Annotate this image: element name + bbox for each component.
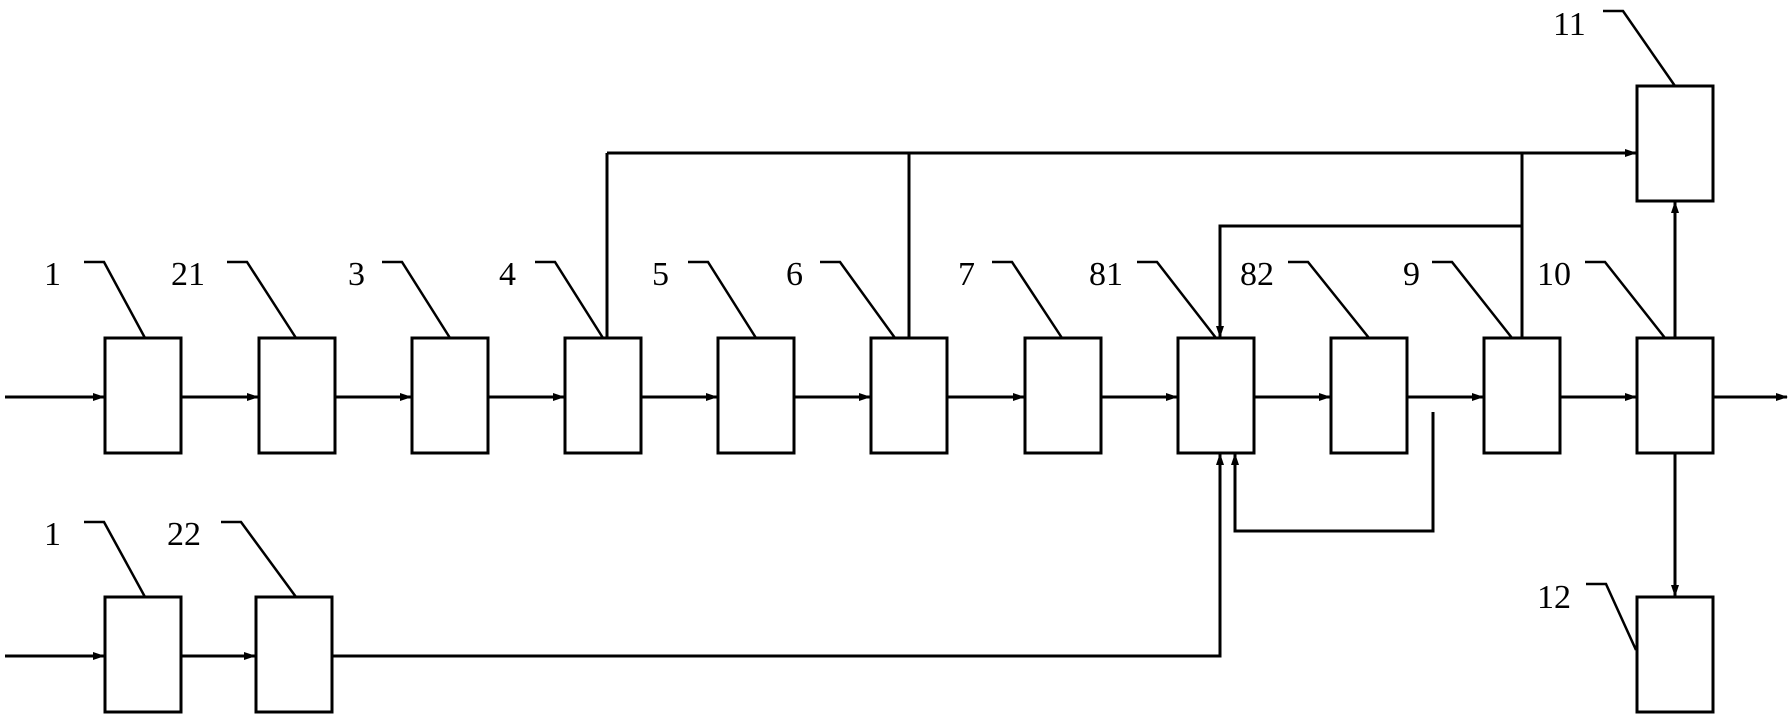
box-7 (1023, 336, 1103, 455)
box-6 (869, 336, 949, 455)
feedback-arrow-9-to-81 (1216, 224, 1522, 338)
leader-3 (382, 260, 452, 339)
leader-4 (535, 260, 605, 339)
box-9 (1482, 336, 1562, 455)
leader-22 (221, 520, 298, 598)
leader-11 (1603, 9, 1677, 87)
box-21 (257, 336, 337, 455)
leader-21 (227, 260, 298, 339)
label-12: 12 (1537, 579, 1571, 616)
box-10 (1635, 336, 1715, 455)
box-4 (563, 336, 643, 455)
label-82: 82 (1240, 256, 1274, 293)
leader-1-top (84, 260, 147, 339)
leader-1-bottom (84, 520, 147, 598)
label-6: 6 (786, 256, 803, 293)
label-9: 9 (1403, 256, 1420, 293)
leader-10 (1585, 260, 1666, 339)
leader-9 (1432, 260, 1513, 339)
label-5: 5 (652, 256, 669, 293)
label-81: 81 (1089, 256, 1123, 293)
box-81 (1176, 336, 1256, 455)
box-3 (410, 336, 490, 455)
box-12 (1635, 595, 1715, 714)
label-11: 11 (1553, 6, 1586, 43)
box-1-top (103, 336, 183, 455)
leader-7 (992, 260, 1064, 339)
box-5 (716, 336, 796, 455)
box-82 (1329, 336, 1409, 455)
box-1-bottom (103, 595, 183, 714)
flow-arrow-22-to-81 (332, 453, 1224, 658)
leader-6 (820, 260, 897, 339)
label-1-bottom: 1 (44, 516, 61, 553)
label-22: 22 (167, 516, 201, 553)
label-21: 21 (171, 256, 205, 293)
box-22 (254, 595, 334, 714)
leader-12 (1586, 582, 1638, 651)
leader-5 (688, 260, 758, 339)
label-7: 7 (958, 256, 975, 293)
label-1-top: 1 (44, 256, 61, 293)
recycle-arrow-82-to-81 (1231, 412, 1435, 533)
label-10: 10 (1537, 256, 1571, 293)
label-4: 4 (499, 256, 516, 293)
label-3: 3 (348, 256, 365, 293)
box-11 (1635, 84, 1715, 203)
leader-82 (1288, 260, 1370, 339)
leader-81 (1137, 260, 1217, 339)
